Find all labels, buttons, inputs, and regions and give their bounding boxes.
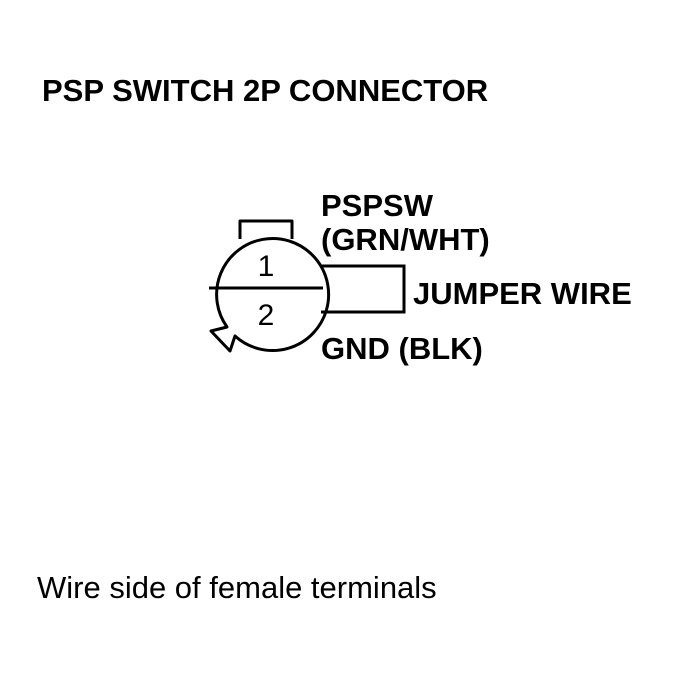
pin-2-ground-label: GND (BLK) [321,331,483,366]
diagram-title: PSP SWITCH 2P CONNECTOR [42,73,488,108]
pin-1-wire-color-label: (GRN/WHT) [321,222,490,257]
jumper-wire [321,264,406,314]
jumper-wire-label: JUMPER WIRE [413,276,632,311]
pin-2-number: 2 [258,299,275,332]
diagram-caption: Wire side of female terminals [37,570,437,605]
pin-1-signal-label: PSPSW [321,188,434,223]
connector-2p [209,219,331,353]
connector-outline [209,237,331,353]
connector-lock-tab [238,219,294,239]
pin-1-number: 1 [258,250,275,283]
